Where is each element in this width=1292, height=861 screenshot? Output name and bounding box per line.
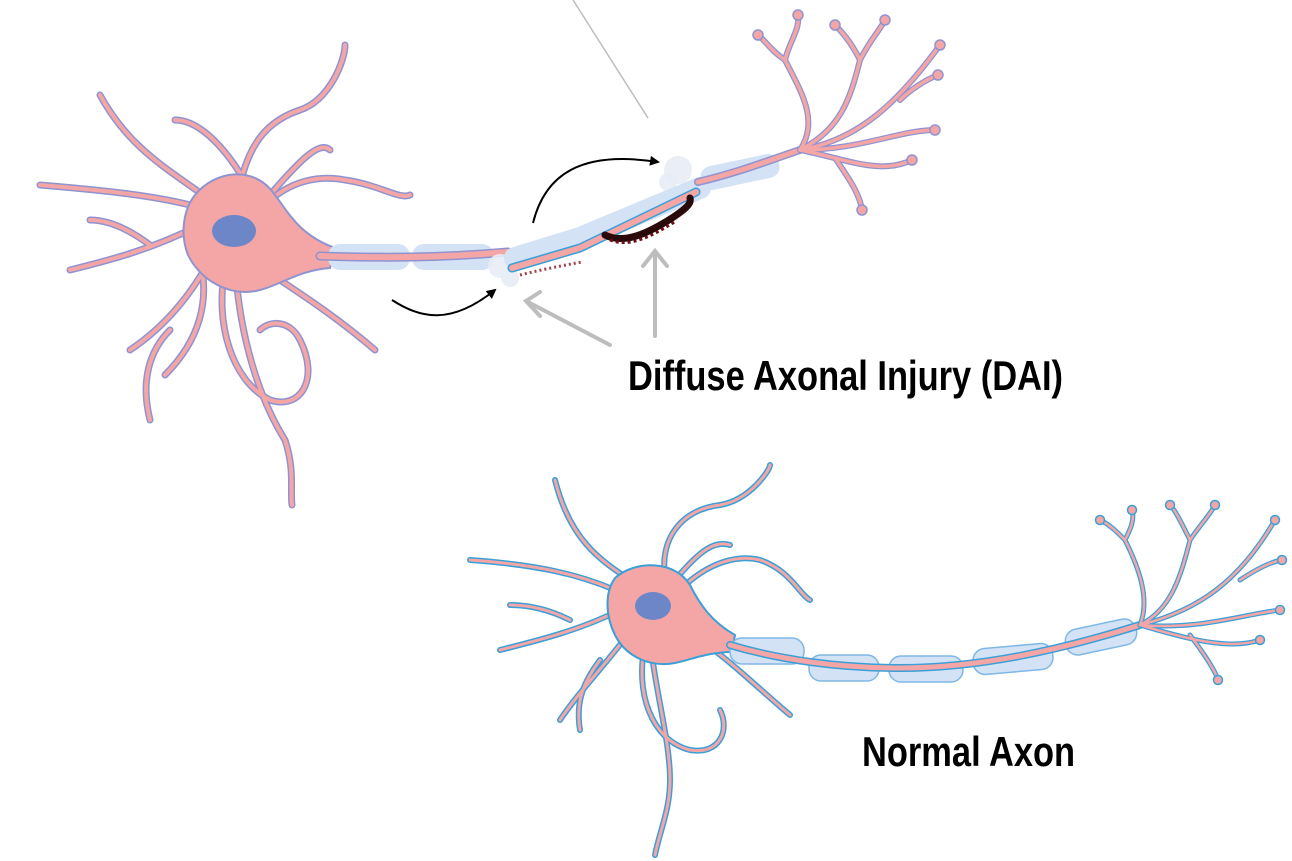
injured-neuron	[40, 10, 945, 505]
normal-neuron	[470, 465, 1287, 855]
nucleus	[635, 592, 671, 620]
myelin-sheath	[730, 617, 1139, 682]
arrow-lower	[392, 290, 495, 315]
dai-label: Diffuse Axonal Injury (DAI)	[628, 352, 1063, 400]
pointer-arrows	[526, 251, 667, 345]
pointer-line-top	[573, 0, 648, 118]
normal-axon-label: Normal Axon	[862, 728, 1075, 776]
nucleus	[212, 215, 256, 247]
